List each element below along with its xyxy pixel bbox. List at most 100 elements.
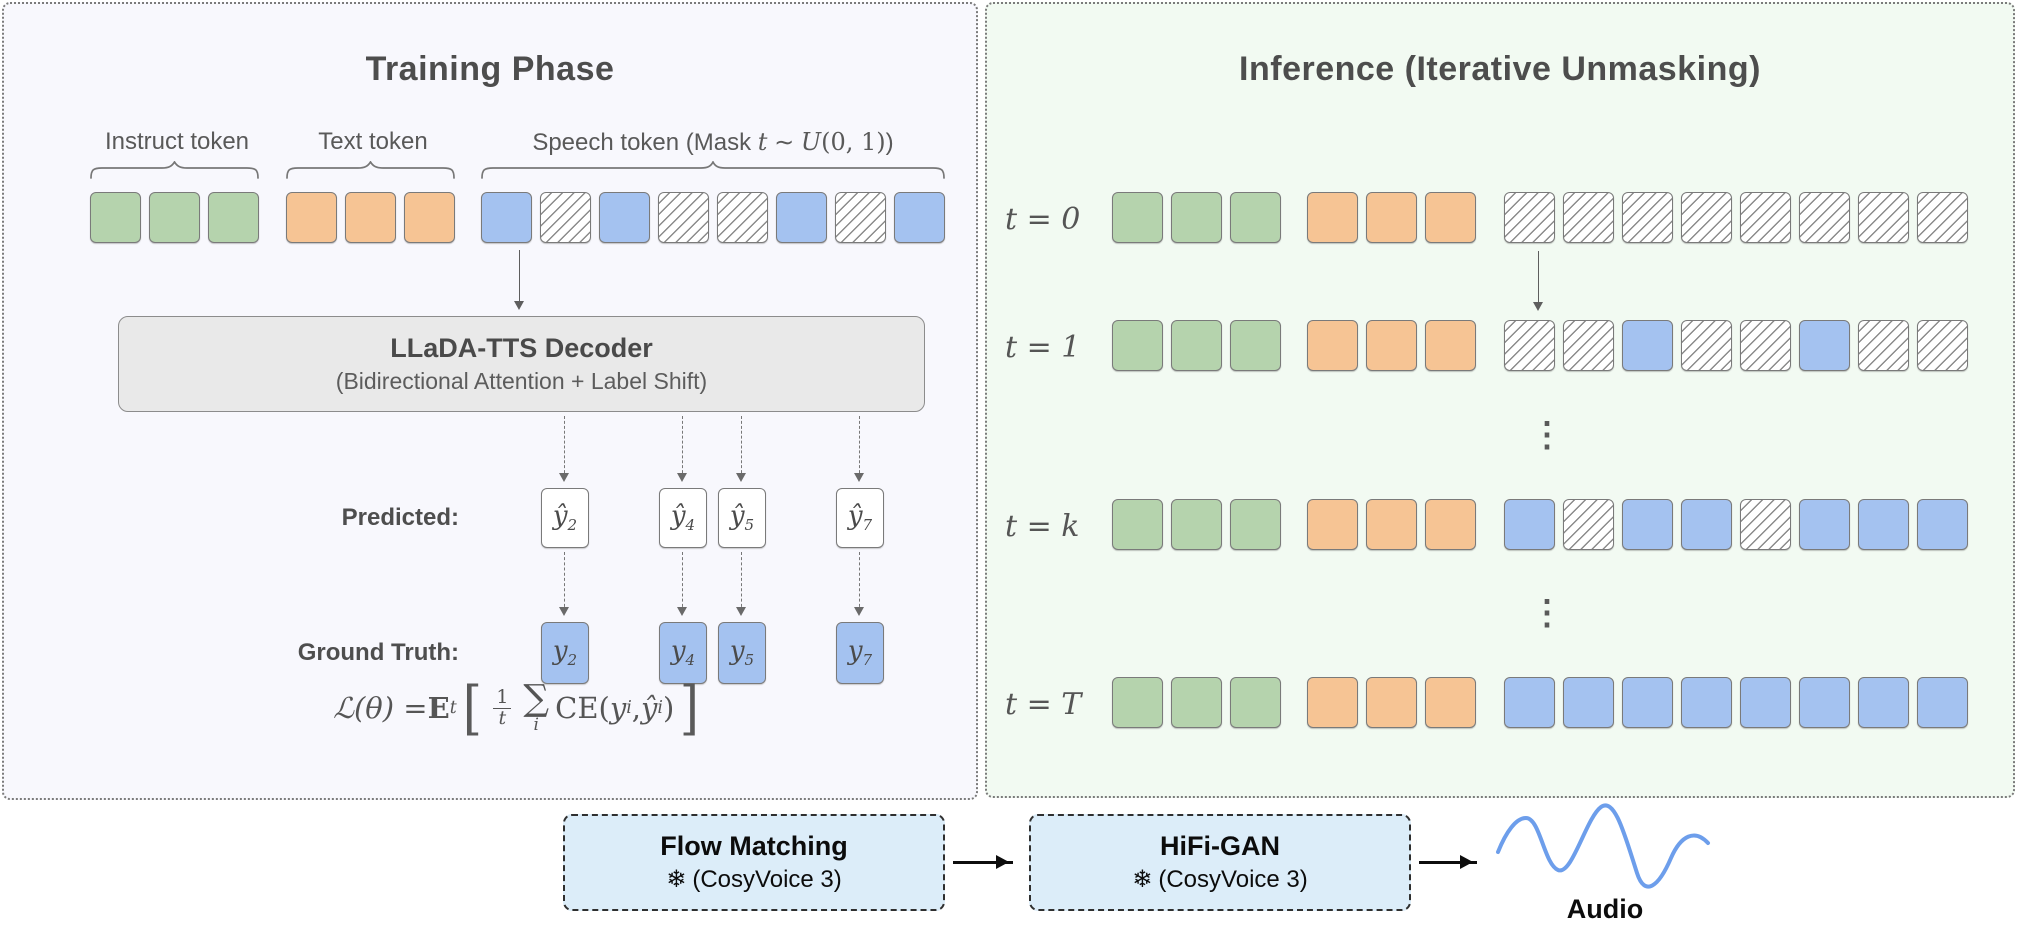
tT-text-group xyxy=(1307,677,1476,728)
arrow-decoder-to-pred-4 xyxy=(854,416,864,482)
arrow-decoder-to-pred-1 xyxy=(559,416,569,482)
token-speech xyxy=(1799,677,1850,728)
token-masked xyxy=(1858,320,1909,371)
token-masked xyxy=(1917,320,1968,371)
text-brace xyxy=(286,161,455,179)
token-masked xyxy=(1740,499,1791,550)
token-masked xyxy=(1563,499,1614,550)
token-text xyxy=(345,192,396,243)
decoder-title: LLaDA-TTS Decoder xyxy=(390,333,653,363)
token-masked xyxy=(1563,192,1614,243)
token-instruct xyxy=(1230,320,1281,371)
token-masked xyxy=(1858,192,1909,243)
snowflake-icon: ❄ xyxy=(1132,866,1153,893)
token-masked xyxy=(1681,320,1732,371)
hifi-gan-subtitle: ❄(CosyVoice 3) xyxy=(1132,866,1308,893)
token-speech xyxy=(1622,499,1673,550)
token-masked xyxy=(1563,320,1614,371)
ground-truth-token-y7: y7 xyxy=(836,622,884,684)
arrow-t0-to-t1 xyxy=(1533,251,1543,311)
token-text xyxy=(1307,320,1358,371)
training-title: Training Phase xyxy=(365,50,615,88)
token-masked xyxy=(1740,320,1791,371)
t1-instruct-group xyxy=(1112,320,1281,371)
predicted-label: Predicted: xyxy=(341,504,459,531)
arrow-flow-to-hifigan xyxy=(953,855,1013,869)
ground-truth-token-y4: y4 xyxy=(659,622,707,684)
row-label-tk: t = k xyxy=(1005,509,1080,544)
token-masked xyxy=(835,192,886,243)
speech-brace xyxy=(481,161,945,179)
token-speech xyxy=(1740,677,1791,728)
token-text xyxy=(1307,499,1358,550)
token-instruct xyxy=(1112,499,1163,550)
decoder-box: LLaDA-TTS Decoder (Bidirectional Attenti… xyxy=(118,316,925,412)
arrow-pred-to-gt-1 xyxy=(559,552,569,616)
ellipsis-t1-tk: ⋮ xyxy=(1530,415,1564,455)
ground-truth-token-y5: y5 xyxy=(718,622,766,684)
token-instruct xyxy=(1112,192,1163,243)
token-instruct xyxy=(1112,677,1163,728)
t1-speech-group xyxy=(1504,320,1968,371)
token-text xyxy=(286,192,337,243)
inference-title: Inference (Iterative Unmasking) xyxy=(1239,50,1761,88)
text-token-group xyxy=(286,192,455,243)
predicted-token-y5: ŷ5 xyxy=(718,488,766,548)
token-text xyxy=(1425,320,1476,371)
token-speech xyxy=(1799,320,1850,371)
token-text xyxy=(1425,677,1476,728)
arrow-pred-to-gt-2 xyxy=(677,552,687,616)
audio-label: Audio xyxy=(1566,894,1644,924)
token-text xyxy=(1366,499,1417,550)
decoder-subtitle: (Bidirectional Attention + Label Shift) xyxy=(335,368,708,394)
token-speech xyxy=(1917,677,1968,728)
t0-speech-group xyxy=(1504,192,1968,243)
token-speech xyxy=(1504,677,1555,728)
inference-panel: Inference (Iterative Unmasking) t = 0 t … xyxy=(985,2,2015,798)
token-masked xyxy=(1681,192,1732,243)
token-speech xyxy=(599,192,650,243)
tT-speech-group xyxy=(1504,677,1968,728)
ground-truth-token-y2: y2 xyxy=(541,622,589,684)
token-speech xyxy=(1504,499,1555,550)
token-masked xyxy=(1917,192,1968,243)
ellipsis-tk-tT: ⋮ xyxy=(1530,593,1564,633)
arrow-decoder-to-pred-2 xyxy=(677,416,687,482)
token-instruct xyxy=(1230,677,1281,728)
audio-waveform-icon xyxy=(1494,788,1714,913)
token-speech xyxy=(481,192,532,243)
t0-instruct-group xyxy=(1112,192,1281,243)
token-instruct xyxy=(208,192,259,243)
token-speech xyxy=(1622,677,1673,728)
tk-text-group xyxy=(1307,499,1476,550)
hifi-gan-title: HiFi-GAN xyxy=(1160,831,1280,861)
snowflake-icon: ❄ xyxy=(666,866,687,893)
arrow-decoder-to-pred-3 xyxy=(736,416,746,482)
token-speech xyxy=(1681,677,1732,728)
token-speech xyxy=(1858,499,1909,550)
token-speech xyxy=(1799,499,1850,550)
token-speech xyxy=(1681,499,1732,550)
token-instruct xyxy=(1171,192,1222,243)
token-masked xyxy=(1740,192,1791,243)
row-label-t1: t = 1 xyxy=(1005,330,1081,365)
token-masked xyxy=(1504,192,1555,243)
flow-matching-title: Flow Matching xyxy=(660,831,848,861)
token-masked xyxy=(717,192,768,243)
arrow-hifigan-to-audio xyxy=(1419,855,1477,869)
arrow-tokens-to-decoder xyxy=(514,250,524,310)
token-text xyxy=(1307,677,1358,728)
text-token-label: Text token xyxy=(318,128,428,155)
predicted-token-y4: ŷ4 xyxy=(659,488,707,548)
token-text xyxy=(1366,192,1417,243)
token-speech xyxy=(1622,320,1673,371)
token-instruct xyxy=(1171,677,1222,728)
token-text xyxy=(1366,320,1417,371)
t1-text-group xyxy=(1307,320,1476,371)
token-text xyxy=(1307,192,1358,243)
token-masked xyxy=(1799,192,1850,243)
token-text xyxy=(404,192,455,243)
token-instruct xyxy=(1230,192,1281,243)
token-speech xyxy=(894,192,945,243)
predicted-token-y7: ŷ7 xyxy=(836,488,884,548)
